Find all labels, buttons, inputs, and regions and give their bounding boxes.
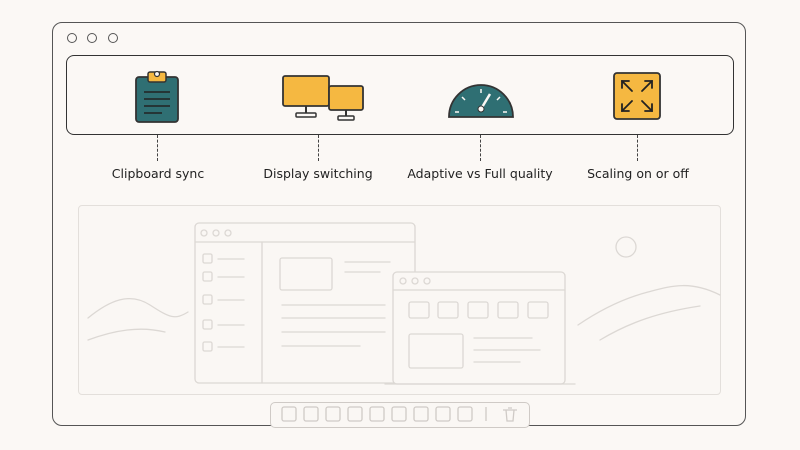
connector-line bbox=[157, 135, 158, 161]
clipboard-icon bbox=[134, 68, 180, 128]
remote-desktop-canvas bbox=[78, 205, 721, 395]
connector-line bbox=[637, 135, 638, 161]
feature-label-clipboard: Clipboard sync bbox=[111, 166, 205, 181]
dual-monitor-icon bbox=[281, 74, 367, 126]
window-dot-2 bbox=[87, 33, 97, 43]
gauge-icon bbox=[446, 72, 516, 124]
expand-arrows-icon bbox=[612, 71, 662, 125]
window-dot-1 bbox=[67, 33, 77, 43]
connector-line bbox=[318, 135, 319, 161]
feature-label-scaling: Scaling on or off bbox=[587, 166, 689, 181]
feature-label-display: Display switching bbox=[263, 166, 373, 181]
feature-label-quality: Adaptive vs Full quality bbox=[407, 166, 553, 181]
dock-bar bbox=[270, 402, 530, 428]
connector-line bbox=[480, 135, 481, 161]
window-dot-3 bbox=[108, 33, 118, 43]
